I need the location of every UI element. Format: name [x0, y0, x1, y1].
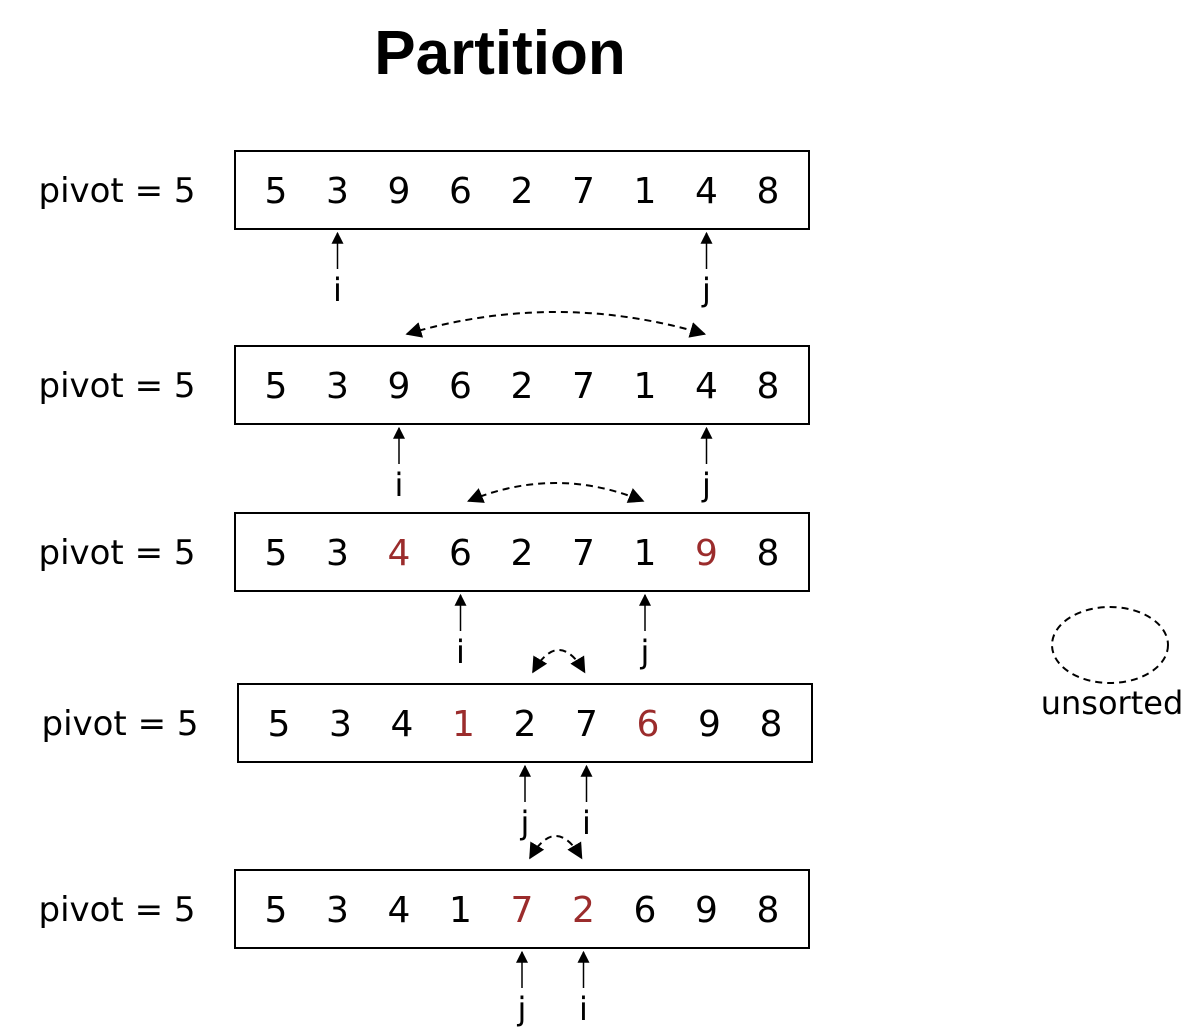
swap-arc: [532, 649, 586, 674]
array-value: 4: [695, 171, 718, 212]
i-pointer-label: i: [582, 804, 591, 842]
unsorted-legend-label: unsorted: [1041, 684, 1184, 722]
array-box: [234, 512, 810, 592]
array-value: 5: [265, 366, 288, 407]
array-value: 7: [572, 366, 595, 407]
unsorted-legend-shape: [1051, 606, 1169, 684]
array-value: 3: [326, 366, 349, 407]
array-value: 1: [449, 890, 472, 931]
j-pointer-label: j: [701, 466, 711, 504]
array-value: 2: [511, 533, 534, 574]
array-value: 3: [329, 704, 352, 745]
array-value: 6: [449, 366, 472, 407]
array-value: 9: [695, 890, 718, 931]
array-value: 1: [634, 533, 657, 574]
array-value: 5: [265, 171, 288, 212]
array-value: 8: [757, 366, 780, 407]
array-value: 7: [572, 533, 595, 574]
array-value: 3: [326, 171, 349, 212]
swapped-value: 7: [511, 890, 534, 931]
array-value: 7: [572, 171, 595, 212]
array-value: 7: [575, 704, 598, 745]
array-value: 2: [514, 704, 537, 745]
j-pointer-label: j: [520, 804, 530, 842]
page-title: Partition: [374, 19, 626, 88]
array-value: 3: [326, 533, 349, 574]
array-box: [234, 150, 810, 230]
array-value: 5: [265, 890, 288, 931]
array-value: 4: [695, 366, 718, 407]
pivot-label: pivot = 5: [38, 533, 195, 573]
array-value: 2: [511, 366, 534, 407]
array-value: 8: [757, 171, 780, 212]
array-value: 8: [760, 704, 783, 745]
pivot-label: pivot = 5: [41, 704, 198, 744]
array-value: 9: [698, 704, 721, 745]
array-value: 6: [449, 171, 472, 212]
array-box: [234, 869, 810, 949]
array-value: 5: [268, 704, 291, 745]
j-pointer-label: j: [517, 990, 527, 1028]
pivot-label: pivot = 5: [38, 366, 195, 406]
pivot-label: pivot = 5: [38, 171, 195, 211]
swapped-value: 9: [695, 533, 718, 574]
array-value: 1: [634, 366, 657, 407]
swapped-value: 4: [388, 533, 411, 574]
array-value: 1: [634, 171, 657, 212]
array-value: 5: [265, 533, 288, 574]
array-value: 9: [388, 171, 411, 212]
array-value: 2: [511, 171, 534, 212]
j-pointer-label: j: [640, 633, 650, 671]
array-value: 3: [326, 890, 349, 931]
array-value: 8: [757, 890, 780, 931]
i-pointer-label: i: [395, 466, 404, 504]
swapped-value: 6: [637, 704, 660, 745]
array-value: 6: [449, 533, 472, 574]
array-value: 6: [634, 890, 657, 931]
i-pointer-label: i: [333, 271, 342, 309]
j-pointer-label: j: [701, 271, 711, 309]
i-pointer-label: i: [579, 990, 588, 1028]
array-value: 9: [388, 366, 411, 407]
swapped-value: 1: [452, 704, 475, 745]
i-pointer-label: i: [456, 633, 465, 671]
array-value: 4: [391, 704, 414, 745]
swap-arc: [467, 482, 645, 503]
array-box: [234, 345, 810, 425]
array-box: [237, 683, 813, 763]
swap-arc: [405, 311, 707, 338]
array-value: 4: [388, 890, 411, 931]
legend: unsorted: [1041, 606, 1184, 722]
array-value: 8: [757, 533, 780, 574]
pivot-label: pivot = 5: [38, 890, 195, 930]
swapped-value: 2: [572, 890, 595, 931]
swap-arc: [529, 835, 583, 860]
